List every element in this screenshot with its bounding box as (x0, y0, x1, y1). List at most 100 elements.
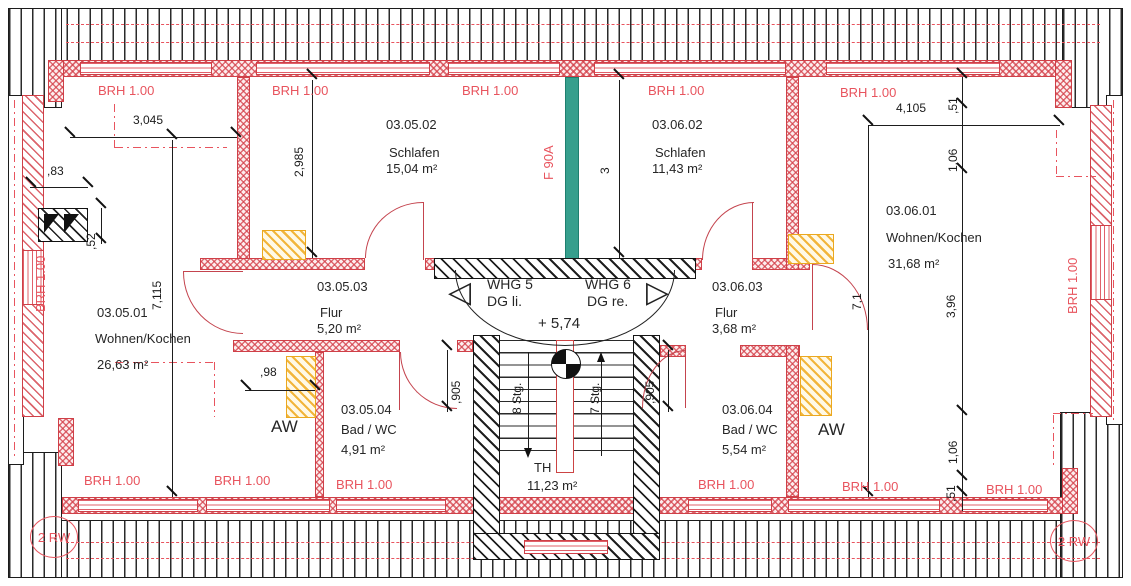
dim-label: ,51 (944, 485, 958, 502)
room-id: 03.05.01 (97, 305, 148, 320)
brh-label: BRH 1.00 (84, 473, 141, 488)
dim-label: 7,1 (850, 293, 864, 310)
window (22, 250, 44, 305)
kneewall-line (1056, 130, 1058, 178)
dim-line (962, 77, 964, 511)
stair-count-left: 8 Stg. (510, 382, 524, 414)
interior-wall (752, 258, 810, 270)
stairwell-entrance-door (524, 540, 608, 554)
roof-dashed-line (66, 24, 1100, 25)
interior-wall-bath-left (315, 352, 324, 497)
kneewall-line (115, 147, 227, 149)
shaft-aw (800, 356, 832, 416)
window (788, 499, 940, 512)
dim-line (101, 208, 103, 244)
dim-label: ,51 (946, 97, 960, 114)
shaft-aw-label: AW (271, 417, 298, 436)
room-name: Schlafen (389, 145, 440, 160)
door-leaf (183, 271, 243, 273)
roof-corner-bottom-left (8, 452, 62, 578)
window (1090, 225, 1112, 300)
whg6-direction-triangle: ▷ (646, 275, 670, 310)
roof-band-top (8, 8, 1123, 62)
kneewall-line (115, 362, 215, 364)
room-name: Flur (320, 305, 343, 320)
door-leaf (399, 352, 401, 410)
door-arc-schlafen-whg5 (365, 202, 423, 258)
stair-arrow-line-up (601, 360, 603, 456)
whg5-direction-triangle: ◁ (448, 275, 472, 310)
dim-label: 4,105 (896, 101, 927, 115)
roof-window-marker: 2 RW (30, 516, 78, 558)
kneewall-line (114, 104, 116, 148)
brh-label: BRH 1.00 (840, 85, 897, 100)
roof-window-label: 2 RW (1057, 533, 1091, 549)
wall-corner-return (48, 60, 64, 102)
dim-label: 3,045 (133, 113, 164, 127)
apartment-label-whg5: WHG 5 (487, 276, 533, 292)
wall-corner-return (1062, 468, 1078, 514)
stair-arrow-line-down (528, 352, 530, 448)
kneewall-line (214, 362, 216, 417)
dim-label: ,905 (643, 380, 657, 404)
window (80, 62, 212, 75)
window (206, 499, 330, 512)
shaft-aw-label: AW (818, 420, 845, 439)
wall-corner-return (58, 418, 74, 466)
kneewall-line (1056, 176, 1096, 178)
dim-tick (1053, 114, 1065, 126)
room-name: Bad / WC (341, 422, 397, 437)
door-arc-wohnen-whg5 (183, 272, 243, 334)
stair-arrow-head-down (524, 448, 532, 458)
dim-line (30, 187, 88, 189)
room-id: 03.05.02 (386, 117, 437, 132)
dim-tick (441, 339, 453, 351)
room-id: 03.06.02 (652, 117, 703, 132)
door-leaf (812, 264, 814, 330)
window (336, 499, 446, 512)
dim-label: 1,06 (946, 440, 960, 464)
dim-tick (82, 176, 94, 188)
room-area: 5,54 m² (722, 442, 767, 457)
room-area: 3,68 m² (712, 321, 757, 336)
interior-wall (237, 77, 250, 270)
roof-corner-top-right (1062, 8, 1123, 108)
stair-arrow-head-up (597, 352, 605, 362)
brh-label: BRH 1.00 (462, 83, 519, 98)
room-name: Schlafen (655, 145, 706, 160)
brh-label: BRH 1.00 (272, 83, 329, 98)
brh-label: BRH 1.00 (986, 482, 1043, 497)
dim-label: 2,985 (292, 146, 306, 177)
room-id: 03.06.04 (722, 402, 773, 417)
kneewall-line (1053, 413, 1093, 415)
dim-label: ,52 (84, 233, 98, 250)
door-leaf (685, 350, 687, 408)
interior-wall (786, 345, 799, 497)
dim-tick (240, 379, 252, 391)
dim-line (447, 350, 449, 412)
shaft-aw (788, 234, 834, 264)
brh-label: BRH 1.00 (33, 255, 48, 312)
chimney-flue (44, 214, 59, 233)
brh-label: BRH 1.00 (336, 477, 393, 492)
firewall-label: F 90A (541, 145, 556, 180)
dim-line (172, 140, 174, 497)
brh-label: BRH 1.00 (98, 83, 155, 98)
stairwell-id-label: TH (534, 460, 552, 475)
room-area: 4,91 m² (341, 442, 386, 457)
dim-line (312, 80, 314, 258)
dim-label: 3,96 (944, 294, 958, 318)
dim-label: ,98 (260, 365, 277, 379)
room-area: 26,63 m² (97, 357, 149, 372)
dim-label: 7,115 (150, 280, 164, 310)
window (594, 62, 786, 75)
roof-window-marker: 2 RW (1050, 520, 1098, 562)
brh-label: BRH 1.00 (214, 473, 271, 488)
apartment-floor-whg5: DG li. (487, 293, 522, 309)
door-arc-schlafen-whg6 (702, 202, 754, 260)
apartment-label-whg6: WHG 6 (585, 276, 631, 292)
room-id: 03.05.03 (317, 279, 368, 294)
door-leaf (423, 202, 425, 260)
room-area: 11,43 m² (652, 161, 703, 176)
shaft-aw (262, 230, 306, 260)
